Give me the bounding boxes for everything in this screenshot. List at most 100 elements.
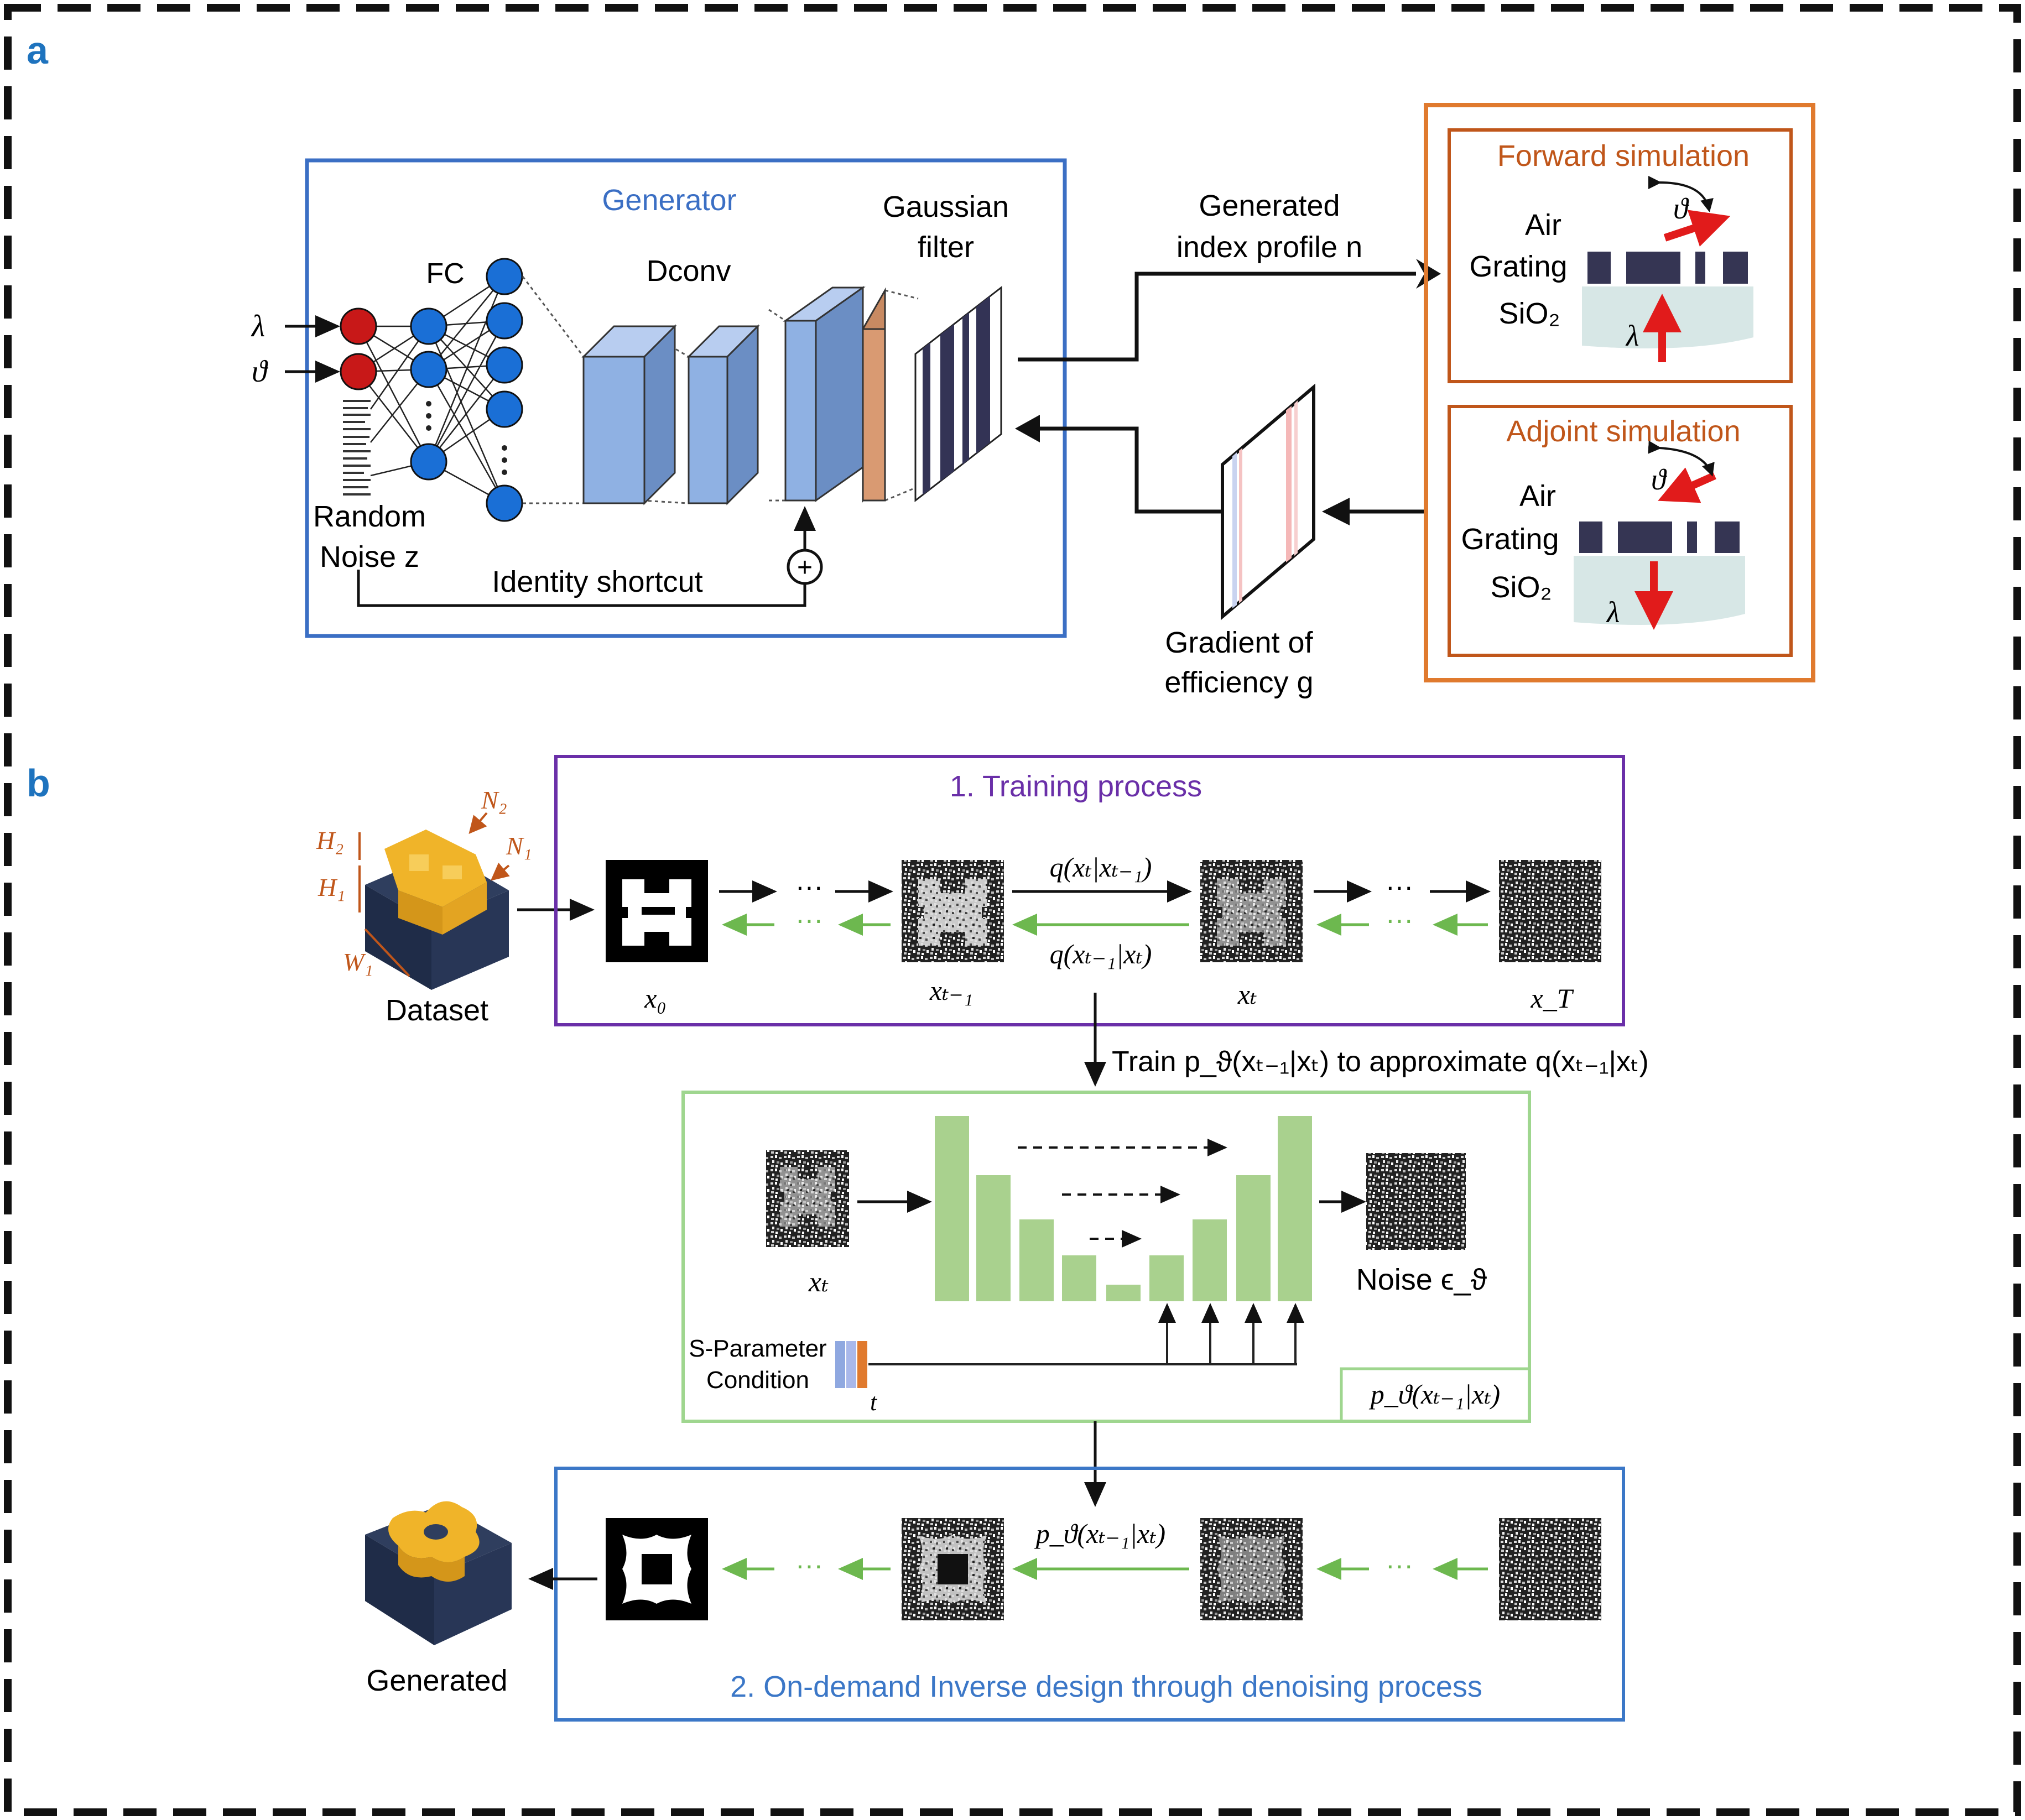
noise-barcode: [343, 398, 371, 498]
adjoint-air-label: Air: [1519, 479, 1556, 513]
generated-label: Generated: [366, 1664, 507, 1697]
unet-input-label: xₜ: [808, 1266, 829, 1298]
image-x0: [606, 860, 708, 962]
adjoint-grating: [1579, 522, 1740, 553]
gaussian-filter-layer: [862, 287, 886, 503]
gradient-image: [1221, 383, 1315, 620]
dim-w1: W₁: [343, 948, 373, 976]
dconv-label: Dconv: [646, 254, 731, 288]
adjoint-theta: ϑ: [1651, 463, 1667, 496]
gaussian-label-line1: Gaussian: [883, 190, 1009, 223]
training-arrows: [719, 880, 1491, 936]
train-text: Train p_ϑ(xₜ₋₁|xₜ) to approximate q(xₜ₋₁…: [1112, 1046, 1649, 1078]
outer-border: [4, 4, 2021, 1816]
forward-theta: ϑ: [1673, 192, 1689, 225]
input-node-theta: [340, 353, 377, 390]
dots: ···: [795, 1550, 823, 1581]
adjoint-angle-arc: [1648, 440, 1715, 477]
generated-image-xT: [1499, 1518, 1601, 1620]
forward-sio2-label: SiO₂: [1499, 297, 1560, 330]
hidden-node: [410, 307, 447, 345]
dots: ···: [1386, 871, 1413, 902]
index-profile-output: [914, 285, 1002, 503]
dots: ···: [795, 904, 823, 935]
forward-output-arrow: [1663, 210, 1731, 247]
dots: ···: [1386, 904, 1413, 935]
generated-image-xt-minus-1: [902, 1518, 1004, 1620]
dataset-label: Dataset: [386, 994, 488, 1027]
label-xt: xₜ: [1237, 979, 1257, 1010]
dots: ···: [795, 871, 823, 902]
condition-label: Condition: [706, 1367, 809, 1394]
skip-connections: [1018, 1139, 1227, 1248]
q-reverse-label: q(xₜ₋₁|xₜ): [1050, 938, 1152, 969]
fc-label: FC: [426, 258, 464, 290]
fc-node: [486, 346, 523, 384]
random-noise-line1: Random: [313, 500, 426, 533]
image-xt: [1200, 860, 1303, 962]
dataset-cube: [365, 830, 509, 990]
identity-shortcut-line: [357, 570, 806, 607]
label-xT: x_T: [1531, 983, 1574, 1014]
forward-simulation-box: [1448, 128, 1793, 383]
forward-grating-label: Grating: [1469, 250, 1567, 283]
adjoint-sio2-label: SiO₂: [1491, 571, 1552, 604]
arrowhead: [1015, 415, 1040, 442]
adjoint-input-arrow: [1658, 467, 1716, 503]
fc-node: [486, 302, 523, 340]
s-parameter-label: S-Parameter: [689, 1335, 826, 1362]
forward-lambda: λ: [1625, 319, 1639, 352]
random-noise-line2: Noise z: [320, 540, 419, 573]
label-x0: x₀: [644, 983, 667, 1014]
panel-letter-a: a: [27, 29, 49, 72]
image-xT: [1499, 860, 1601, 962]
forward-simulation-title: Forward simulation: [1497, 139, 1750, 173]
adjoint-lambda: λ: [1606, 596, 1620, 629]
condition-vector: [835, 1341, 867, 1388]
p-arrow-label: p_ϑ(xₜ₋₁|xₜ): [1034, 1518, 1165, 1549]
input-theta: ϑ: [252, 354, 268, 389]
generated-cube: [365, 1501, 512, 1645]
dim-n1: N₁: [506, 832, 532, 860]
fc-ellipsis: [502, 445, 507, 475]
generator-title: Generator: [602, 184, 736, 217]
dots: ···: [1386, 1550, 1413, 1581]
generated-image-xt: [1200, 1518, 1303, 1620]
arrowhead: [1322, 498, 1350, 525]
label-xt-minus-1: xₜ₋₁: [929, 975, 973, 1006]
fc-node: [486, 484, 523, 522]
image-xt-minus-1: [902, 860, 1004, 962]
arrowhead: [1416, 259, 1441, 289]
generated-profile-line2: index profile n: [1177, 231, 1362, 264]
q-forward-label: q(xₜ|xₜ₋₁): [1050, 852, 1152, 883]
dconv-block-1: [581, 324, 677, 505]
adjoint-simulation-title: Adjoint simulation: [1506, 415, 1740, 448]
forward-grating: [1587, 252, 1748, 284]
generated-image-x0: [606, 1518, 708, 1620]
gaussian-label-line2: filter: [918, 231, 974, 264]
dconv-block-2: [686, 324, 760, 505]
input-node-lambda: [340, 307, 377, 345]
adjoint-grating-label: Grating: [1461, 523, 1559, 556]
p-label-box: [1340, 1367, 1531, 1423]
forward-angle-arc: [1648, 175, 1714, 212]
identity-shortcut-label: Identity shortcut: [492, 565, 702, 598]
fc-node: [486, 258, 523, 295]
adjoint-substrate: [1574, 556, 1745, 625]
ondemand-title: 2. On-demand Inverse design through deno…: [730, 1670, 1482, 1703]
dconv-block-3: [783, 286, 866, 502]
hidden-node: [410, 443, 447, 481]
forward-air-label: Air: [1525, 208, 1561, 242]
unet-box: [681, 1091, 1531, 1423]
p-label: p_ϑ(xₜ₋₁|xₜ): [1369, 1379, 1500, 1410]
simulation-box: [1424, 103, 1815, 682]
sum-icon: +: [797, 553, 813, 582]
generator-box: [305, 158, 1067, 638]
unet-input-image: [766, 1150, 849, 1247]
t-label: t: [870, 1389, 878, 1416]
gradient-label-line1: Gradient of: [1165, 626, 1313, 659]
gradient-label-line2: efficiency g: [1164, 666, 1313, 699]
training-box: [554, 755, 1625, 1026]
dim-h2: H₂: [316, 826, 343, 854]
